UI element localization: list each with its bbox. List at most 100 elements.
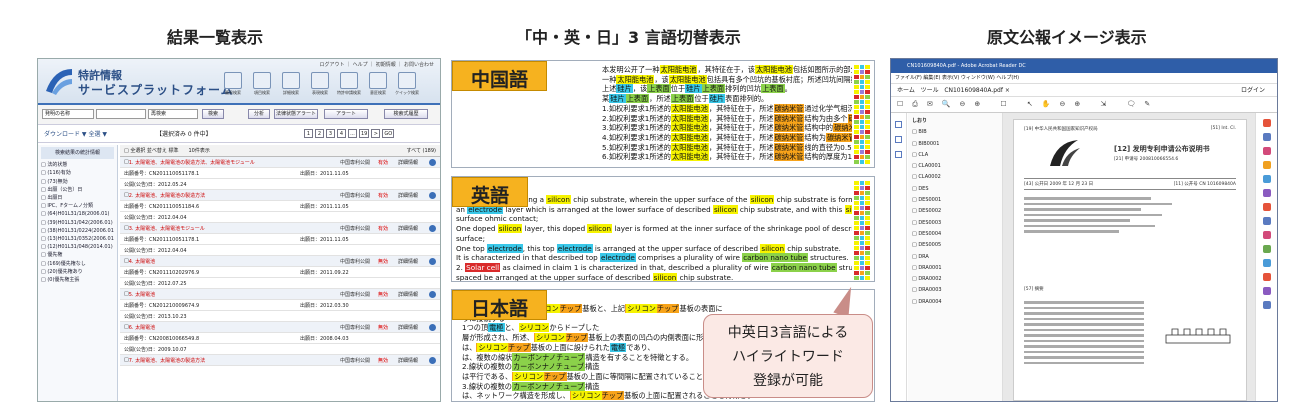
toolbar-button[interactable]: 表現検索 [308,72,332,96]
expand-icon[interactable] [429,257,436,265]
palette-swatch[interactable] [865,206,870,210]
palette-swatch[interactable] [859,276,865,280]
palette-swatch[interactable] [859,206,865,210]
page-button[interactable]: GO [382,129,395,138]
bookmark-item[interactable]: □ DRA0002 [912,276,942,283]
palette-swatch[interactable] [859,241,865,245]
search-action-select[interactable]: 再検索 [148,109,198,119]
tree-item[interactable]: □ (12)H01L31/048(2014.01) [41,244,113,251]
page-button[interactable]: 1 [304,129,313,138]
palette-swatch[interactable] [865,70,870,74]
page-button[interactable]: 19 [359,129,370,138]
palette-swatch[interactable] [854,65,859,69]
palette-swatch[interactable] [859,160,865,164]
palette-swatch[interactable] [865,125,870,129]
palette-swatch[interactable] [859,196,865,200]
result-title[interactable]: 2. 太陽電池、太陽電池の製造方法 [128,192,206,199]
page-thumbnails-icon[interactable] [895,121,902,128]
table-row[interactable]: □ 4. 太陽電池中国専利公開無効詳細情報 [120,256,440,267]
tool-icon[interactable] [1262,133,1271,141]
filter-select[interactable]: すべて (189) [406,148,437,154]
top-links[interactable]: ログアウト ｜ ヘルプ ｜ 初期情報 ｜ お問い合わせ [319,62,434,68]
tool-icon[interactable] [1262,231,1271,239]
palette-swatch[interactable] [859,155,865,159]
palette-swatch[interactable] [859,256,865,260]
tree-item[interactable]: □ (38)H01L31/0224(2006.01) [41,227,114,234]
palette-swatch[interactable] [859,211,865,215]
bookmark-item[interactable]: □ BIB [912,129,927,136]
highlight-palette[interactable] [854,181,870,280]
table-row[interactable]: □ 2. 太陽電池、太陽電池の製造方法中国専利公開有効詳細情報 [120,190,440,201]
palette-swatch[interactable] [854,236,859,240]
tab-tools[interactable]: ツール [920,87,939,94]
palette-swatch[interactable] [859,231,865,235]
expand-icon[interactable] [429,158,436,166]
palette-swatch[interactable] [865,221,870,225]
palette-swatch[interactable] [859,145,865,149]
detail-link[interactable]: 詳細情報 [397,357,418,364]
result-title[interactable]: 6. 太陽電池 [128,324,156,331]
palette-swatch[interactable] [859,226,865,230]
page-button[interactable]: 4 [337,129,346,138]
tree-item[interactable]: □ (73)無効 [41,178,68,185]
palette-swatch[interactable] [859,70,865,74]
toolbar-button[interactable]: 項目検索 [250,72,274,96]
page-button[interactable]: ... [348,129,357,138]
palette-swatch[interactable] [859,85,865,89]
tool-icon[interactable] [1262,245,1271,253]
palette-swatch[interactable] [865,140,870,144]
highlight-palette[interactable] [854,65,870,164]
bookmark-item[interactable]: □ DRA0003 [912,287,942,294]
palette-swatch[interactable] [859,261,865,265]
menu-bar[interactable]: ファイル(F) 編集(E) 表示(V) ウィンドウ(W) ヘルプ(H) [891,73,1277,84]
palette-swatch[interactable] [854,226,859,230]
palette-swatch[interactable] [854,276,859,280]
palette-swatch[interactable] [865,150,870,154]
tab-home[interactable]: ホーム [897,87,915,94]
palette-swatch[interactable] [854,75,859,79]
bookmark-item[interactable]: □ DES0005 [912,242,942,249]
palette-swatch[interactable] [854,115,859,119]
palette-swatch[interactable] [859,221,865,225]
japanese-label[interactable]: 日本語 [452,290,548,320]
palette-swatch[interactable] [865,105,870,109]
palette-swatch[interactable] [854,160,859,164]
tree-item[interactable]: □ (64)H01L31/18(2006.01) [41,211,110,218]
row-checkbox[interactable]: □ [124,192,129,198]
palette-swatch[interactable] [854,231,859,235]
sort-control[interactable]: □ 全選択 並べ替え 標準 [124,148,179,154]
palette-swatch[interactable] [865,181,870,185]
palette-swatch[interactable] [859,271,865,275]
palette-swatch[interactable] [859,125,865,129]
palette-swatch[interactable] [859,246,865,250]
palette-swatch[interactable] [859,80,865,84]
palette-swatch[interactable] [854,80,859,84]
palette-swatch[interactable] [865,155,870,159]
palette-swatch[interactable] [865,65,870,69]
tree-item[interactable]: □ (13)H01L31/0352(2006.01) [41,236,114,243]
bookmark-item[interactable]: □ DRA0004 [912,298,942,305]
palette-swatch[interactable] [865,191,870,195]
toolbar-button[interactable]: 簡易検索 [221,72,245,96]
expand-icon[interactable] [429,290,436,298]
palette-swatch[interactable] [865,115,870,119]
palette-swatch[interactable] [859,120,865,124]
palette-swatch[interactable] [865,196,870,200]
bookmark-item[interactable]: □ DRA0001 [912,264,942,271]
palette-swatch[interactable] [865,95,870,99]
tool-icon[interactable] [1262,147,1271,155]
attachments-icon[interactable] [895,151,902,158]
palette-swatch[interactable] [854,266,859,270]
expand-icon[interactable] [429,224,436,232]
palette-swatch[interactable] [854,251,859,255]
table-row[interactable]: □ 1. 太陽電池、太陽電池の製造方法、太陽電池モジュール中国専利公開有効詳細情… [120,157,440,168]
page-button[interactable]: 2 [315,129,324,138]
toolbar-icons[interactable]: ☐⎙✉🔍⊖⊕ ☐ ↖✋⊖⊕ ⇲ 🗨✎ [897,100,1160,108]
search-button[interactable]: 検索 [202,109,224,119]
palette-swatch[interactable] [854,105,859,109]
palette-swatch[interactable] [865,216,870,220]
toolbar-button[interactable]: クイック検索 [395,72,419,96]
palette-swatch[interactable] [854,110,859,114]
palette-swatch[interactable] [859,191,865,195]
row-checkbox[interactable]: □ [124,291,129,297]
